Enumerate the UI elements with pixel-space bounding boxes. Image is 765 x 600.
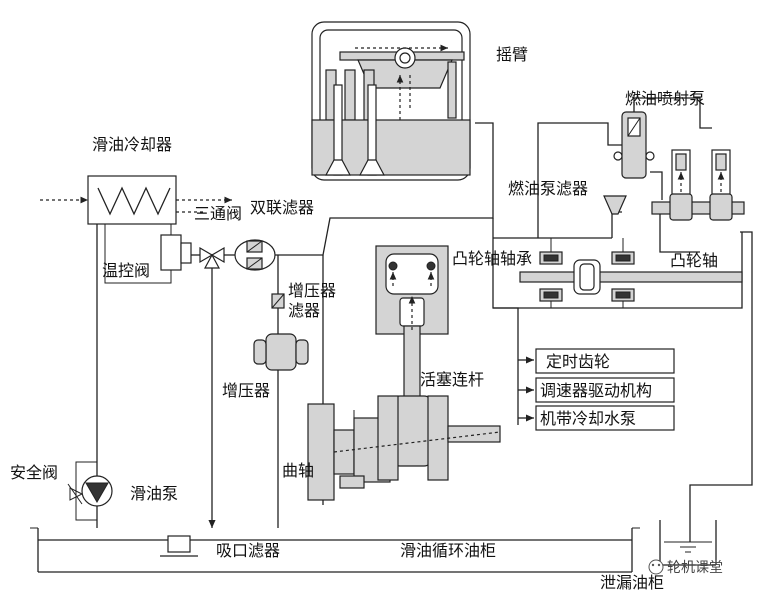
label-drain-tank: 泄漏油柜 bbox=[600, 573, 664, 592]
label-rocker-arm: 摇臂 bbox=[496, 45, 528, 64]
branch-box-timing-gear: 定时齿轮 bbox=[535, 348, 675, 374]
label-crankshaft: 曲轴 bbox=[282, 461, 314, 480]
branch-box-label: 定时齿轮 bbox=[546, 352, 610, 371]
drain-tank bbox=[659, 520, 717, 566]
camshaft-assembly bbox=[519, 238, 743, 308]
fuel-injection-pump bbox=[613, 111, 745, 221]
watermark: 轮机课堂 bbox=[648, 559, 723, 576]
three-way-valve bbox=[199, 246, 214, 264]
fuel-pump-supply-line bbox=[537, 122, 622, 238]
label-suction-filter: 吸口滤器 bbox=[216, 541, 280, 560]
label-lube-oil-cooler: 滑油冷却器 bbox=[92, 135, 172, 154]
label-lube-oil-pump: 滑油泵 bbox=[130, 484, 178, 503]
label-safety-valve: 安全阀 bbox=[10, 463, 58, 482]
fuel-pump-filter bbox=[603, 195, 627, 215]
label-piston-connecting-rod: 活塞连杆 bbox=[420, 370, 484, 389]
label-duplex-filter: 双联滤器 bbox=[250, 198, 314, 217]
suction-filter-body bbox=[167, 535, 191, 553]
rocker-arm-assembly bbox=[311, 21, 471, 181]
fuel-pump-return-line bbox=[633, 97, 712, 129]
thermostatic-valve-body bbox=[160, 234, 182, 271]
circulation-tank bbox=[30, 527, 640, 573]
branch-box-label: 机带冷却水泵 bbox=[540, 409, 636, 428]
label-fuel-pump-filter: 燃油泵滤器 bbox=[508, 179, 588, 198]
crankshaft-assembly bbox=[307, 395, 501, 501]
label-turbocharger-filter-line1: 增压器 bbox=[288, 281, 336, 300]
label-thermostatic-valve: 温控阀 bbox=[102, 261, 150, 280]
branch-box-governor-drive: 调速器驱动机构 bbox=[535, 377, 675, 403]
piston-connecting-rod bbox=[375, 245, 449, 467]
watermark-text: 轮机课堂 bbox=[667, 560, 723, 576]
turbocharger-body bbox=[265, 333, 297, 371]
label-three-way-valve: 三通阀 bbox=[194, 204, 242, 223]
wechat-icon bbox=[648, 559, 664, 575]
label-fuel-injection-pump: 燃油喷射泵 bbox=[625, 89, 705, 108]
label-camshaft-bearing: 凸轮轴轴承 bbox=[452, 249, 532, 268]
lube-oil-cooler bbox=[87, 175, 177, 225]
label-lube-oil-circulation-tank: 滑油循环油柜 bbox=[400, 541, 496, 560]
label-camshaft: 凸轮轴 bbox=[670, 251, 718, 270]
label-turbocharger: 增压器 bbox=[222, 381, 270, 400]
safety-valve-symbol bbox=[69, 487, 84, 501]
label-turbocharger-filter-line2: 滤器 bbox=[288, 301, 320, 320]
branch-feed-line bbox=[493, 307, 519, 425]
branch-box-label: 调速器驱动机构 bbox=[540, 381, 652, 400]
drain-return-line bbox=[689, 231, 753, 542]
branch-box-cooling-water-pump: 机带冷却水泵 bbox=[535, 405, 675, 431]
pump-triangle bbox=[85, 482, 109, 503]
main-supply-line bbox=[275, 122, 494, 256]
cam-lube-header bbox=[492, 218, 743, 309]
cooler-coil bbox=[97, 186, 171, 216]
